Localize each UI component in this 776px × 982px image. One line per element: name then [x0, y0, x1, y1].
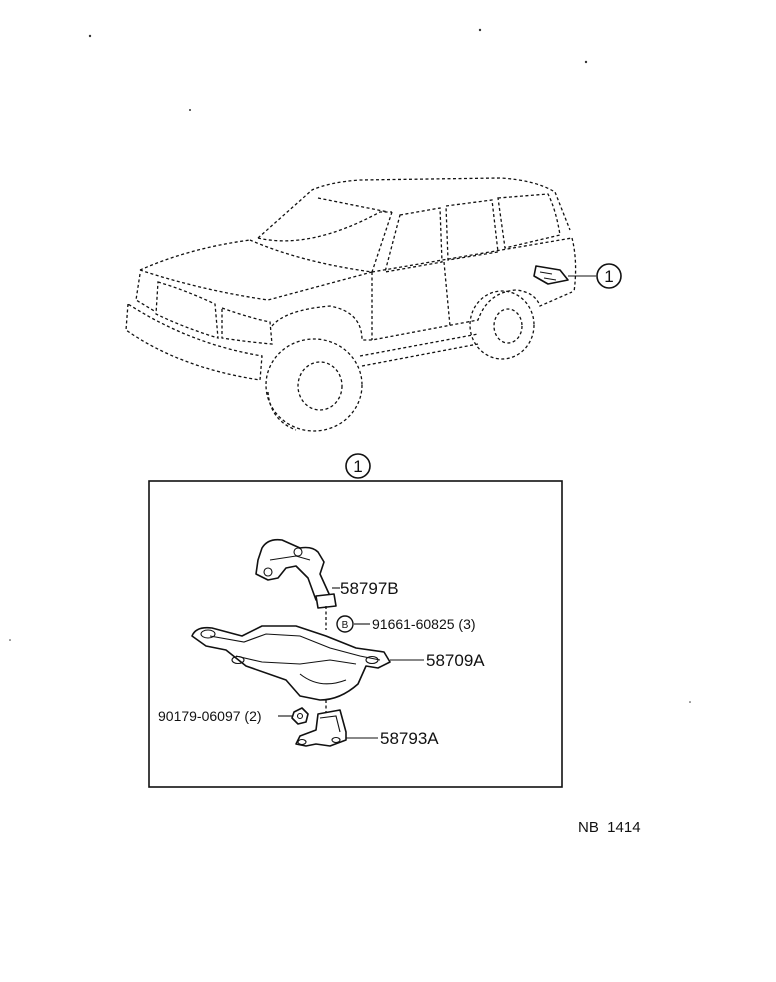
- nut-90179-06097: [291, 700, 327, 725]
- part-58793A-stay: [295, 709, 347, 747]
- label-58797B: 58797B: [340, 579, 399, 598]
- label-58793A: 58793A: [380, 729, 439, 748]
- detail-callout: 1: [345, 453, 371, 479]
- bolt-91661-60825-marker: B: [325, 606, 354, 633]
- part-labels: 58797B 91661-60825 (3) 58709A 90179-0609…: [158, 579, 485, 748]
- label-58709A: 58709A: [426, 651, 485, 670]
- vehicle-callout-number: 1: [604, 267, 613, 286]
- label-91661-60825: 91661-60825 (3): [372, 616, 476, 632]
- vehicle-callout: 1: [596, 263, 622, 289]
- part-location-marker: [533, 265, 569, 285]
- scan-specks: [9, 28, 691, 703]
- label-90179-06097: 90179-06097 (2): [158, 708, 262, 724]
- bolt-marker-letter: B: [342, 620, 349, 631]
- part-58797B-bracket: [255, 538, 337, 609]
- vehicle-illustration: 1: [125, 177, 622, 432]
- part-58709A-tray: [191, 625, 391, 701]
- detail-frame: [148, 480, 563, 788]
- detail-callout-number: 1: [353, 457, 362, 476]
- drawing-code: NB 1414: [578, 819, 641, 836]
